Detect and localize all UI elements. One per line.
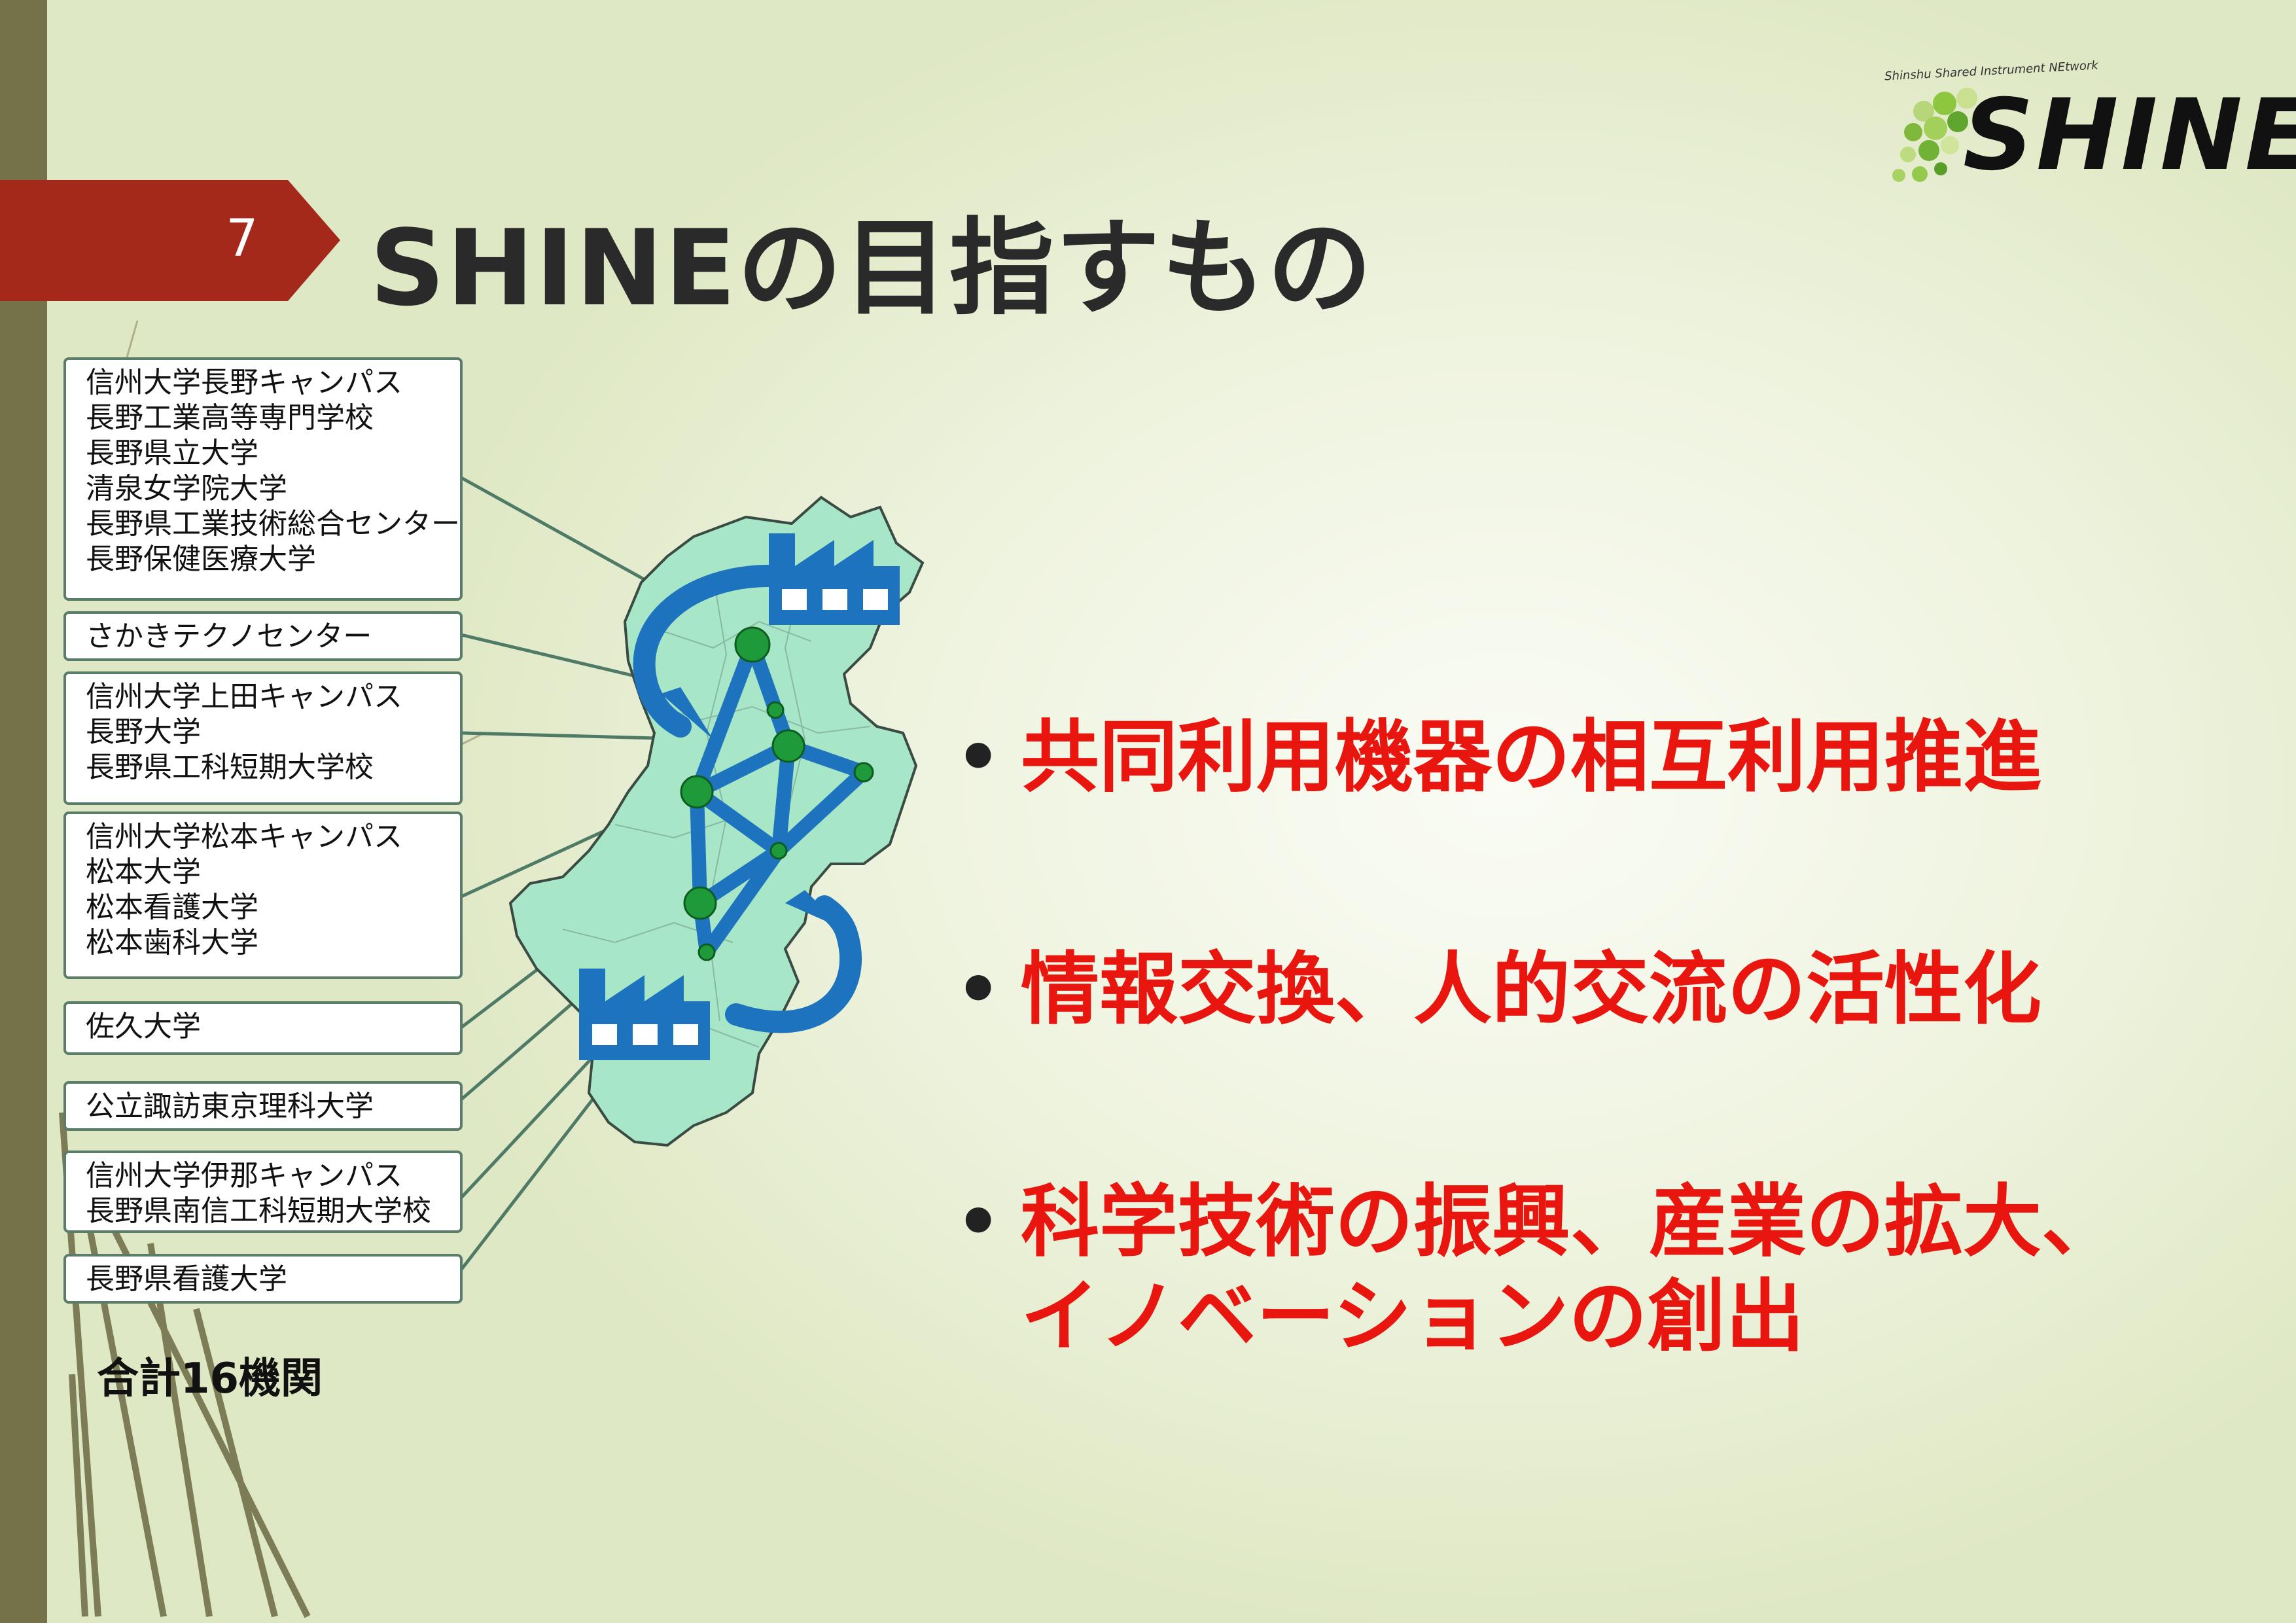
slide-number-tab: [0, 180, 340, 301]
institution-name: 長野大学: [86, 715, 201, 749]
institution-name: 長野県工業技術総合センター: [86, 507, 460, 541]
institution-name: 松本歯科大学: [86, 926, 258, 959]
institution-group-suwa: 公立諏訪東京理科大学: [63, 1081, 463, 1131]
institution-group-ina: 信州大学伊那キャンパス 長野県南信工科短期大学校: [63, 1150, 463, 1233]
goal-text: 情報交換、人的交流の活性化: [1021, 944, 2041, 1035]
institution-group-nursing: 長野県看護大学: [63, 1254, 463, 1304]
institution-name: 信州大学伊那キャンパス: [86, 1159, 402, 1192]
institution-name: 信州大学松本キャンパス: [86, 820, 402, 853]
goal-text: 共同利用機器の相互利用推進: [1021, 712, 2041, 803]
institution-name: 長野県立大学: [86, 437, 258, 470]
goal-text: 科学技術の振興、産業の拡大、: [1021, 1177, 2120, 1268]
goal-text: イノベーションの創出: [1021, 1272, 1805, 1363]
institution-group-matsumoto: 信州大学松本キャンパス 松本大学 松本看護大学 松本歯科大学: [63, 812, 463, 979]
goal-list: • 共同利用機器の相互利用推進 • 情報交換、人的交流の活性化 • 科学技術の振…: [942, 710, 2290, 1364]
logo-dots-graphic: [1892, 88, 1989, 182]
page-title: SHINEの目指すもの: [370, 207, 1373, 329]
bullet-icon: •: [955, 1180, 1002, 1264]
institution-total: 合計16機関: [97, 1355, 323, 1403]
institution-name: 長野県看護大学: [86, 1262, 287, 1296]
goal-item: • 情報交換、人的交流の活性化: [942, 942, 2290, 1037]
institution-name: 長野県工科短期大学校: [86, 751, 374, 784]
institution-name: 公立諏訪東京理科大学: [86, 1090, 374, 1123]
curved-arrow-icon: [725, 890, 862, 1033]
institution-name: 長野工業高等専門学校: [86, 401, 374, 435]
logo-wordmark: SHINE: [1963, 79, 2296, 192]
institution-name: 信州大学上田キャンパス: [86, 680, 402, 713]
shine-logo: Shinshu Shared Instrument NEtwork SHINE: [1884, 58, 2296, 196]
factory-icon: [769, 533, 900, 625]
institution-name: 清泉女学院大学: [86, 472, 287, 505]
institution-group-ueda: 信州大学上田キャンパス 長野大学 長野県工科短期大学校: [63, 671, 463, 805]
institution-name: 松本大学: [86, 855, 201, 889]
goal-item: • 共同利用機器の相互利用推進: [942, 710, 2290, 805]
factory-icon: [579, 969, 710, 1060]
institution-name: 長野保健医療大学: [86, 543, 316, 576]
institution-name: 松本看護大学: [86, 891, 258, 924]
slide-number: 7: [226, 209, 258, 268]
institution-group-sakaki: さかきテクノセンター: [63, 611, 463, 661]
institution-group-saku: 佐久大学: [63, 1001, 463, 1055]
institution-group-nagano: 信州大学長野キャンパス 長野工業高等専門学校 長野県立大学 清泉女学院大学 長野…: [63, 357, 463, 601]
institution-name: 信州大学長野キャンパス: [86, 366, 402, 399]
goal-item: • 科学技術の振興、産業の拡大、 イノベーションの創出: [942, 1175, 2290, 1364]
bullet-icon: •: [955, 715, 1002, 799]
institution-name: 佐久大学: [86, 1010, 201, 1043]
institution-name: 長野県南信工科短期大学校: [86, 1194, 431, 1228]
bullet-icon: •: [955, 948, 1002, 1031]
curved-arrow-icon: [633, 565, 780, 740]
institution-name: さかきテクノセンター: [86, 620, 372, 653]
network-nodes: [680, 626, 874, 961]
